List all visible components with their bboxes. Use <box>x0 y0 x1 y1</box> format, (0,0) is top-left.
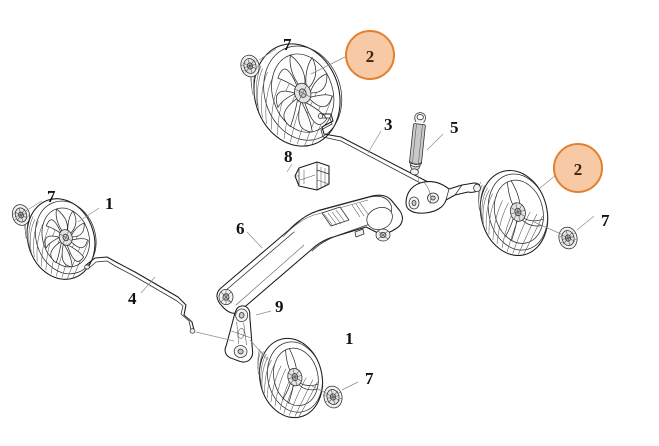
highlight-circle-top[interactable] <box>345 30 395 80</box>
part-axle-housing <box>216 194 403 314</box>
leader-rod-left-to-bracket <box>195 331 235 342</box>
leader-hubcap-right <box>576 215 595 231</box>
leader-bracket <box>255 310 272 316</box>
part-hub-cap-top <box>240 54 260 78</box>
leader-axis-bottom-wheel <box>309 384 327 394</box>
callout-label-7-top: 7 <box>283 35 292 54</box>
part-wheel-bottom <box>257 337 324 419</box>
callout-label-3: 3 <box>384 115 393 134</box>
part-hub-cap-bottom <box>323 385 343 409</box>
leader-wheel-left <box>77 207 100 223</box>
callout-label-2-right: 2 <box>574 160 583 179</box>
callout-label-2-top: 2 <box>366 47 375 66</box>
leader-callout-2-right <box>539 174 557 189</box>
leader-rod-right <box>367 130 382 154</box>
part-linkage-rod-left <box>84 256 196 334</box>
callout-label-5: 5 <box>450 118 459 137</box>
leader-spring <box>426 133 444 151</box>
part-wheel-top <box>250 43 343 147</box>
leader-housing <box>246 231 263 249</box>
leader-hubcap-top <box>258 48 277 61</box>
part-tension-spring <box>409 112 427 176</box>
part-hub-cap-left <box>11 204 31 226</box>
leader-bracket-to-housing <box>221 297 233 304</box>
callout-label-4: 4 <box>128 289 137 308</box>
leader-bracket-to-wheel <box>249 339 269 361</box>
part-hub-cap-right <box>558 226 578 250</box>
callout-2-right[interactable]: 2 <box>553 143 603 193</box>
highlight-circle-right[interactable] <box>553 143 603 193</box>
part-right-lever-arm <box>405 181 481 214</box>
leader-rod-left <box>140 276 156 294</box>
callout-label-7-left: 7 <box>47 187 56 206</box>
callout-label-9: 9 <box>275 297 284 316</box>
part-lever-bracket <box>224 305 254 363</box>
leader-callout-2-top <box>310 55 348 75</box>
part-clip <box>294 161 330 191</box>
callout-label-7-bottom: 7 <box>365 369 374 388</box>
callout-label-6: 6 <box>236 219 245 238</box>
leader-clip <box>286 163 293 173</box>
part-wheel-right <box>478 169 549 257</box>
part-wheel-left <box>24 198 97 280</box>
leader-axis-right-wheel <box>533 221 562 235</box>
callout-label-7-right: 7 <box>601 211 610 230</box>
callout-label-1-left: 1 <box>105 194 114 213</box>
leader-hubcap-bottom <box>341 381 359 391</box>
callout-label-8: 8 <box>284 147 293 166</box>
callout-2-top[interactable]: 2 <box>345 30 395 80</box>
leader-hubcap-left <box>28 200 43 210</box>
housing-ribbed-band <box>321 202 369 227</box>
callout-label-1-bottom: 1 <box>345 329 354 348</box>
